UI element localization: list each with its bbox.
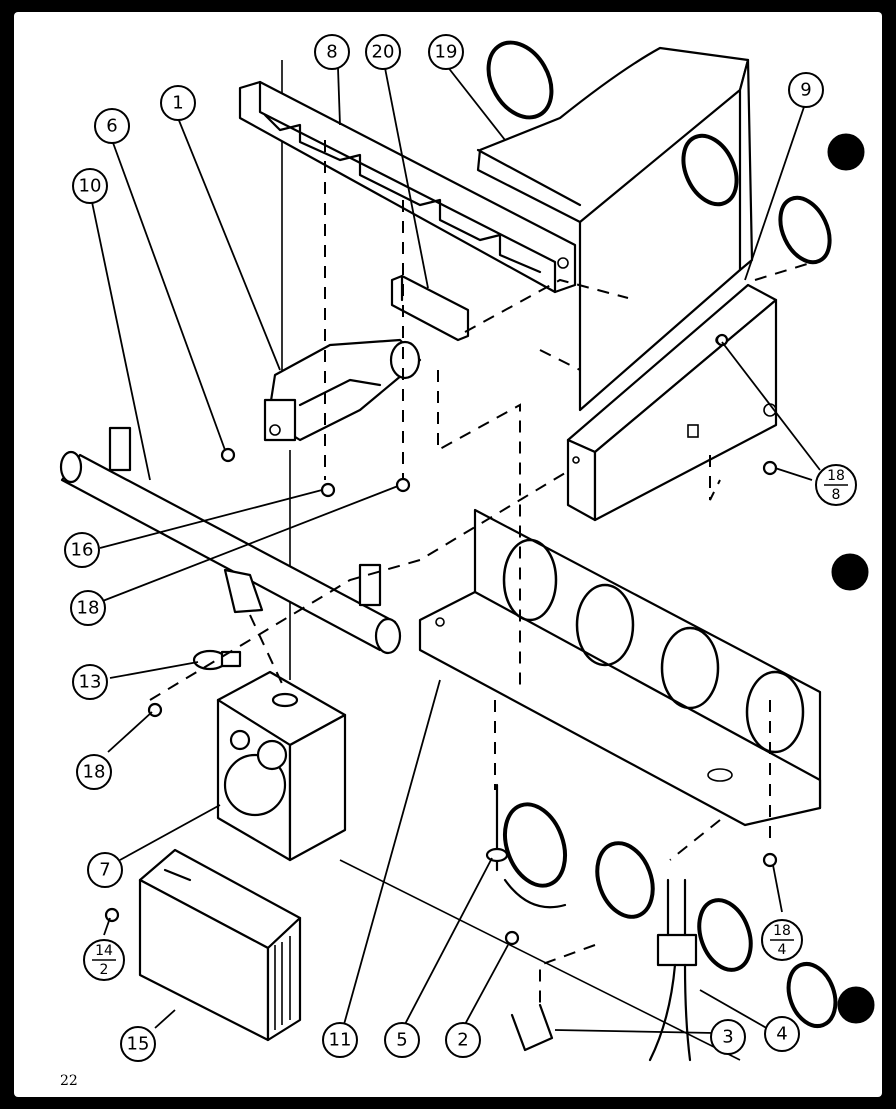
fraction-callout-f18_8: 188 (815, 464, 857, 506)
assembly-lines (149, 140, 821, 1010)
page-number: 22 (60, 1073, 78, 1089)
callout-c2: 2 (445, 1022, 481, 1058)
callout-c11: 11 (322, 1022, 358, 1058)
callout-c16: 16 (64, 532, 100, 568)
screws (104, 333, 778, 923)
punch-hole-middle (831, 553, 869, 591)
callout-label: 2 (457, 1030, 468, 1051)
callout-label: 18 (83, 762, 106, 783)
fraction-callout-f14_2: 142 (83, 939, 125, 981)
callout-label: 1 (172, 93, 183, 114)
callout-label: 8 (326, 42, 337, 63)
burner-rail-part-11 (418, 508, 822, 827)
fraction-bottom-label: 2 (100, 962, 109, 978)
flame-sensor-part-4 (595, 841, 838, 1062)
callout-c9: 9 (788, 72, 824, 108)
punch-hole-top (827, 133, 865, 171)
manifold-pipe-part-10 (59, 426, 402, 655)
callout-label: 11 (329, 1030, 352, 1051)
burner-part-1 (263, 338, 422, 442)
callout-label: 3 (722, 1027, 733, 1048)
punch-hole-bottom (837, 986, 875, 1024)
callout-label: 4 (776, 1024, 787, 1045)
callout-label: 9 (800, 80, 811, 101)
callout-c6: 6 (94, 108, 130, 144)
fraction-top-label: 18 (827, 468, 845, 484)
callout-label: 20 (372, 42, 395, 63)
igniter-part-5 (485, 783, 567, 946)
callout-c3: 3 (710, 1019, 746, 1055)
side-bracket-part-9 (566, 283, 778, 522)
callout-c5: 5 (384, 1022, 420, 1058)
fraction-bottom-label: 8 (832, 487, 841, 503)
callout-c13: 13 (72, 664, 108, 700)
fraction-bottom-label: 4 (778, 942, 787, 958)
back-panel-part-19 (476, 40, 832, 412)
control-board-part-15 (138, 848, 302, 1042)
fraction-callout-f18_4: 184 (761, 919, 803, 961)
callout-c18b: 18 (76, 754, 112, 790)
leader-lines (91, 65, 821, 1034)
callout-label: 7 (99, 860, 110, 881)
clip-part-13 (192, 649, 242, 671)
callout-label: 18 (77, 598, 100, 619)
callout-label: 19 (435, 42, 458, 63)
fraction-top-label: 14 (95, 943, 113, 959)
callout-label: 6 (106, 116, 117, 137)
guide-line (339, 859, 741, 1061)
callout-label: 13 (79, 672, 102, 693)
callout-c4: 4 (764, 1016, 800, 1052)
callout-c19: 19 (428, 34, 464, 70)
callout-c15: 15 (120, 1026, 156, 1062)
callout-c20: 20 (365, 34, 401, 70)
callout-label: 10 (79, 176, 102, 197)
callout-c10: 10 (72, 168, 108, 204)
callout-label: 15 (127, 1034, 150, 1055)
callout-c18a: 18 (70, 590, 106, 626)
bracket-part-3 (510, 1003, 554, 1052)
gas-valve-part-7 (216, 670, 347, 862)
fraction-top-label: 18 (773, 923, 791, 939)
callout-label: 5 (396, 1030, 407, 1051)
callout-label: 16 (71, 540, 94, 561)
callout-c8: 8 (314, 34, 350, 70)
callout-c1: 1 (160, 85, 196, 121)
callout-c7: 7 (87, 852, 123, 888)
